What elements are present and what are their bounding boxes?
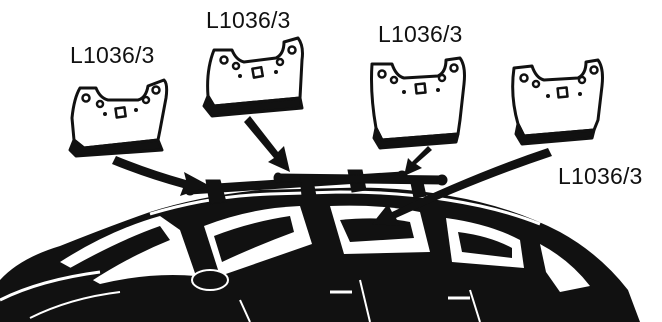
bracket-4	[513, 60, 603, 144]
bracket-3	[372, 58, 465, 148]
bracket-4-label: L1036/3	[558, 163, 643, 189]
bracket-2-label: L1036/3	[206, 7, 291, 33]
bracket-1	[70, 80, 167, 156]
arrow-bracket-1	[112, 156, 210, 196]
car-silhouette	[0, 188, 640, 322]
arrow-bracket-2	[244, 116, 290, 172]
arrow-bracket-3	[404, 146, 432, 176]
bracket-3-label: L1036/3	[378, 21, 463, 47]
bracket-2	[204, 38, 303, 116]
bracket-1-label: L1036/3	[70, 42, 155, 68]
